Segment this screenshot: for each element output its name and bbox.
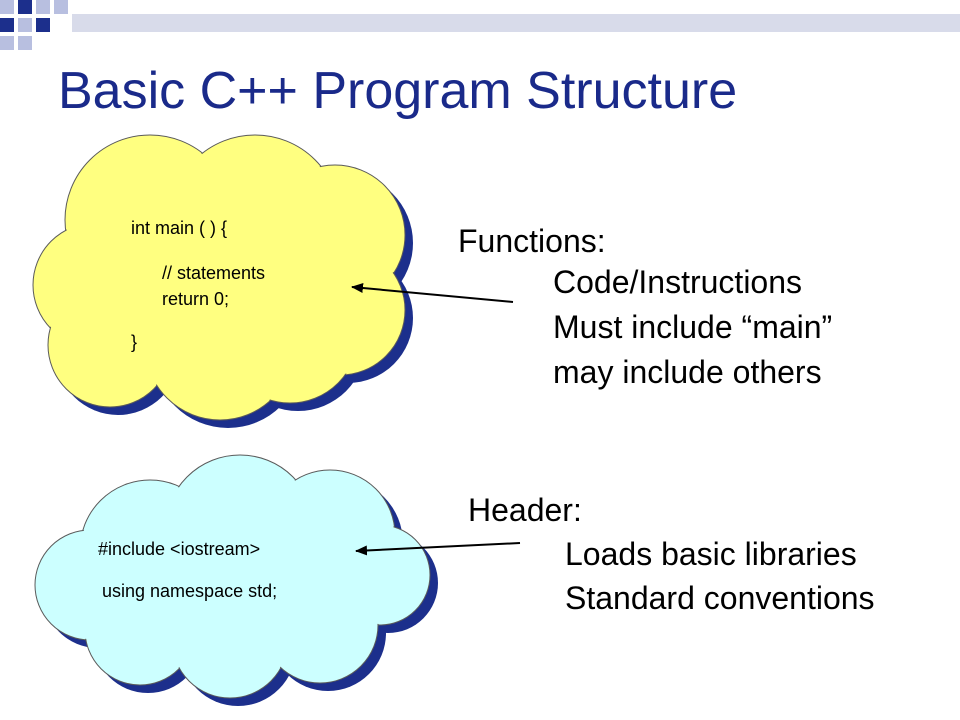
corner-squares-decoration <box>0 0 960 50</box>
header-item-conventions: Standard conventions <box>565 580 875 616</box>
functions-item-others: may include others <box>553 354 822 390</box>
functions-item-main: Must include “main” <box>553 309 833 345</box>
slide-title: Basic C++ Program Structure <box>58 62 738 120</box>
code-line-close-brace: } <box>131 332 138 352</box>
code-line-include: #include <iostream> <box>98 539 261 559</box>
code-line-return: return 0; <box>162 289 230 309</box>
code-line-namespace: using namespace std; <box>102 581 278 601</box>
functions-cloud <box>32 134 413 428</box>
code-line-main: int main ( ) { <box>131 218 228 238</box>
header-arrow <box>355 542 521 556</box>
header-cloud <box>34 454 438 706</box>
header-item-libraries: Loads basic libraries <box>565 536 857 572</box>
header-heading: Header: <box>468 492 582 528</box>
functions-arrow <box>351 283 514 303</box>
functions-item-code: Code/Instructions <box>553 264 803 300</box>
code-line-statements: // statements <box>162 263 266 283</box>
functions-heading: Functions: <box>458 223 606 259</box>
